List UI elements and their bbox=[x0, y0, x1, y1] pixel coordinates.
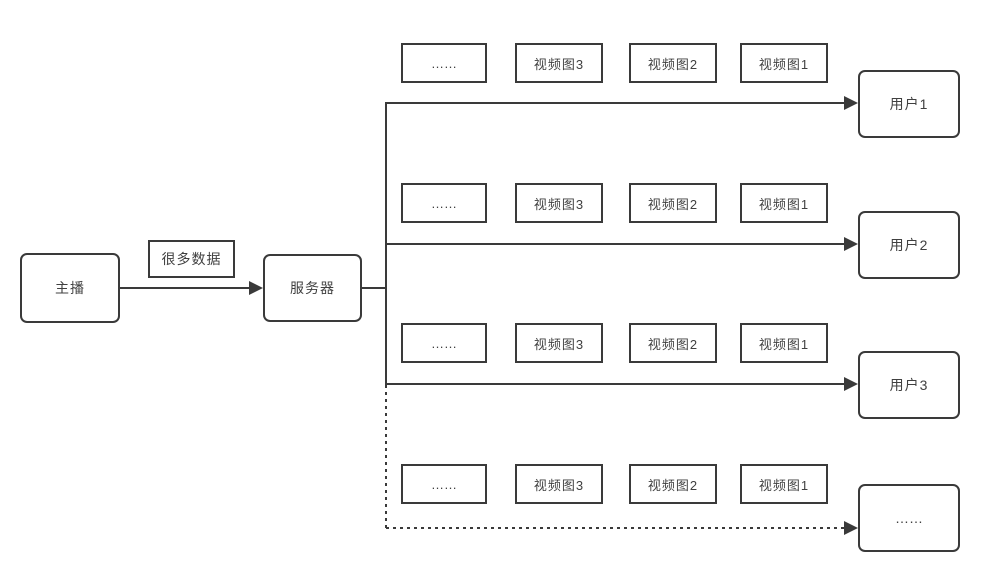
frame-box-video1: 视频图1 bbox=[740, 183, 828, 223]
user2-node: 用户2 bbox=[858, 211, 960, 279]
frame-box-video1: 视频图1 bbox=[740, 43, 828, 83]
frame-box-video3: 视频图3 bbox=[515, 464, 603, 504]
frame-box-ellipsis: …… bbox=[401, 464, 487, 504]
frame-box-video3: 视频图3 bbox=[515, 43, 603, 83]
branch-arrowhead-user1 bbox=[844, 96, 858, 110]
frame-box-video2: 视频图2 bbox=[629, 323, 717, 363]
frame-box-video3: 视频图3 bbox=[515, 323, 603, 363]
frame-box-ellipsis: …… bbox=[401, 183, 487, 223]
user-more-node: …… bbox=[858, 484, 960, 552]
frame-box-video1: 视频图1 bbox=[740, 464, 828, 504]
branch-arrowhead-user2 bbox=[844, 237, 858, 251]
frame-box-video2: 视频图2 bbox=[629, 464, 717, 504]
frame-box-video1: 视频图1 bbox=[740, 323, 828, 363]
anchor-to-server-arrowhead bbox=[249, 281, 263, 295]
branch-arrowhead-user3 bbox=[844, 377, 858, 391]
server-node: 服务器 bbox=[263, 254, 362, 322]
branch-arrowhead-user-more bbox=[844, 521, 858, 535]
data-volume-label: 很多数据 bbox=[148, 240, 235, 278]
user3-node: 用户3 bbox=[858, 351, 960, 419]
anchor-node: 主播 bbox=[20, 253, 120, 323]
frame-box-video2: 视频图2 bbox=[629, 183, 717, 223]
frame-box-video2: 视频图2 bbox=[629, 43, 717, 83]
frame-box-ellipsis: …… bbox=[401, 43, 487, 83]
frame-box-ellipsis: …… bbox=[401, 323, 487, 363]
frame-box-video3: 视频图3 bbox=[515, 183, 603, 223]
user1-node: 用户1 bbox=[858, 70, 960, 138]
